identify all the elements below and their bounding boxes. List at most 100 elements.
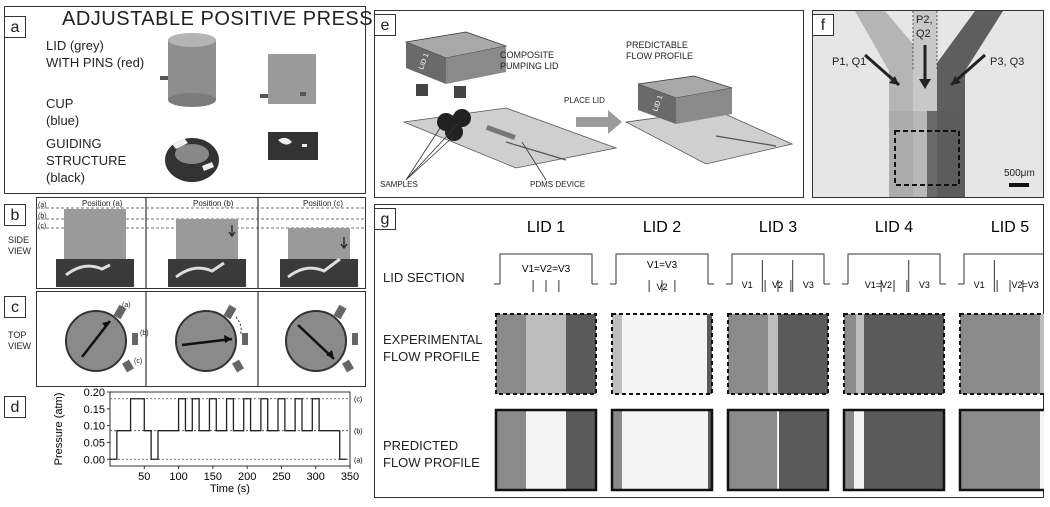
cup-label-1: CUP: [46, 96, 74, 111]
experimental-band: [728, 314, 768, 394]
predictable-label-2: FLOW PROFILE: [626, 51, 694, 61]
level-a-label: (a): [38, 202, 47, 209]
panel-e-illustration: [402, 31, 794, 181]
experimental-band: [566, 314, 596, 394]
panel-a-label: a: [4, 16, 26, 38]
x-axis-label: Time (s): [210, 483, 250, 495]
place-lid-label: PLACE LID: [564, 96, 605, 105]
predicted-frame: [494, 408, 598, 492]
panel-a-illustration: [160, 33, 318, 182]
lid-column-title: LID 3: [759, 219, 797, 236]
experimental-frame: [727, 313, 829, 395]
predictable-label-1: PREDICTABLE: [626, 40, 688, 50]
y-tick-label: 0.20: [84, 388, 105, 399]
experimental-frame: [843, 313, 945, 395]
reference-label: (b): [354, 429, 363, 436]
lid-section-label: V1=V2: [865, 280, 892, 290]
mark-a-label: (a): [122, 302, 131, 309]
lid-section-label: V3: [919, 280, 930, 290]
lid-section-label: V2: [656, 282, 667, 292]
lid-section-label: V1=V2=V3: [522, 264, 571, 275]
panel-a-title: ADJUSTABLE POSITIVE PRESSURE: [62, 8, 417, 30]
reference-label: (c): [354, 397, 362, 404]
experimental-band: [864, 314, 944, 394]
predicted-band: [728, 410, 777, 490]
mark-b-label: (b): [140, 330, 149, 337]
lid-section-label: V2: [772, 280, 783, 290]
predicted-band: [1040, 410, 1044, 490]
composite-lid-icon: [404, 31, 508, 98]
lid-column-title: LID 1: [527, 219, 565, 236]
top-view-b-icon: [175, 304, 248, 373]
lid-section-label: V2=V3: [1012, 280, 1039, 290]
experimental-band: [622, 314, 707, 394]
top-view-label-1: TOP: [8, 330, 27, 340]
side-view-label-1: SIDE: [8, 235, 30, 245]
row-exp-1: EXPERIMENTAL: [383, 332, 483, 347]
experimental-band: [526, 314, 566, 394]
row-lid-section: LID SECTION: [383, 270, 465, 285]
inlet-2-label-b: Q2: [916, 28, 931, 40]
top-view-c-icon: [285, 304, 358, 373]
lid-side-icon: [260, 54, 316, 104]
panel-c-illustration: [65, 291, 358, 387]
panel-f-micrograph: [855, 11, 1029, 197]
panel-e-label: e: [374, 14, 396, 36]
guide-label-2: STRUCTURE: [46, 153, 127, 168]
lid-column-title: LID 2: [643, 219, 681, 236]
inlet-2-label-a: P2,: [916, 14, 933, 26]
experimental-frame: [611, 313, 713, 395]
y-axis-label: Pressure (atm): [53, 393, 65, 466]
pdms-chip-left-icon: [402, 107, 618, 169]
cup-label-2: (blue): [46, 113, 80, 128]
lid-label-2: WITH PINS (red): [46, 55, 145, 70]
x-tick-label: 300: [307, 471, 325, 483]
experimental-band: [612, 314, 622, 394]
y-tick-label: 0.00: [84, 454, 105, 466]
predicted-band: [779, 410, 828, 490]
predicted-band: [566, 410, 596, 490]
y-tick-label: 0.05: [84, 437, 105, 449]
row-pred-1: PREDICTED: [383, 438, 459, 453]
experimental-frame: [959, 313, 1044, 395]
row-pred-2: FLOW PROFILE: [383, 455, 480, 470]
lid-cylinder-icon: [160, 33, 216, 107]
pdms-chip-right-icon: [624, 75, 794, 165]
position-c-title: Position (c): [303, 199, 344, 208]
lid-column-title: LID 5: [991, 219, 1029, 236]
experimental-band: [1040, 314, 1044, 394]
top-view-a-icon: [65, 304, 138, 373]
position-a-title: Position (a): [82, 199, 123, 208]
y-tick-label: 0.15: [84, 404, 105, 416]
x-tick-label: 50: [138, 471, 150, 483]
experimental-band: [856, 314, 864, 394]
scale-bar-label: 500μm: [1004, 168, 1035, 179]
predicted-frame: [610, 408, 714, 492]
predicted-band: [622, 410, 708, 490]
experimental-band: [778, 314, 828, 394]
predicted-band: [864, 410, 944, 490]
panel-b-label: b: [4, 204, 26, 226]
predicted-band: [496, 410, 526, 490]
composite-label-2: PUMPING LID: [500, 61, 559, 71]
experimental-band: [707, 314, 712, 394]
guide-label-1: GUIDING: [46, 136, 102, 151]
predicted-band: [708, 410, 712, 490]
lid-section-outline: [731, 253, 825, 284]
samples-label: SAMPLES: [380, 180, 418, 189]
mark-c-label: (c): [134, 358, 143, 365]
inlet-1-label: P1, Q1: [832, 56, 867, 68]
predicted-band: [777, 410, 779, 490]
position-b-title: Position (b): [193, 199, 234, 208]
predicted-band: [960, 410, 1040, 490]
lid-section-label: V1: [742, 280, 753, 290]
experimental-band: [768, 314, 778, 394]
panel-c-label: c: [4, 296, 26, 318]
lid-column-title: LID 4: [875, 219, 913, 236]
experimental-frame: [495, 313, 597, 395]
lid-section-label: V1=V3: [647, 260, 678, 271]
guiding-flat-icon: [268, 132, 318, 160]
predicted-band: [612, 410, 622, 490]
